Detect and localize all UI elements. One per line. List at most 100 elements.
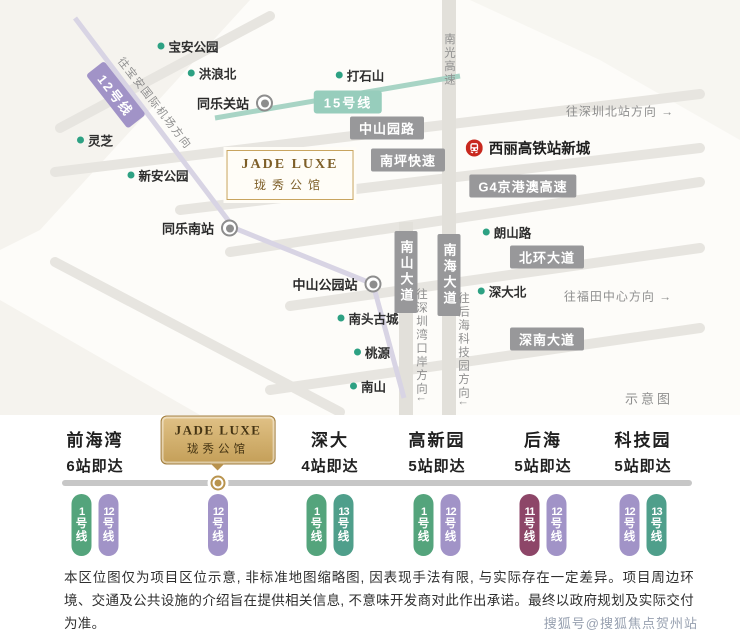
poi-dot-icon [477, 287, 485, 295]
transit-stop: 前海湾 6站即达 [66, 426, 123, 476]
stop-note: 5站即达 [514, 458, 572, 475]
pill-char: 号 [310, 518, 323, 531]
project-station-marker [210, 475, 226, 491]
pill-char: 线 [623, 531, 636, 544]
poi-dot-icon [335, 71, 343, 79]
project-badge: JADE LUXE 珑秀公馆 [160, 415, 276, 465]
map-poi-label: 桃源 [353, 343, 390, 362]
station-ring-icon [364, 275, 382, 293]
pill-line-number: 1 [313, 505, 320, 518]
poi-name: 灵芝 [87, 134, 114, 149]
location-map: 宝安公园洪浪北打石山灵芝新安公园朗山路深大北南头古城桃源南山同乐关站同乐南站中山… [0, 0, 705, 415]
poi-dot-icon [353, 348, 361, 356]
map-poi-label: 朗山路 [482, 223, 532, 242]
map-labels-layer: 宝安公园洪浪北打石山灵芝新安公园朗山路深大北南头古城桃源南山同乐关站同乐南站中山… [76, 33, 675, 408]
road-name-banner: 北环大道 [509, 245, 585, 269]
poi-dot-icon [482, 228, 490, 236]
road-name-banner: 中山园路 [349, 116, 425, 140]
stop-note: 5站即达 [614, 458, 672, 475]
pill-char: 线 [523, 531, 536, 544]
poi-dot-icon [127, 171, 135, 179]
project-badge-subtitle: 珑秀公馆 [186, 443, 249, 456]
pill-char: 号 [75, 518, 88, 531]
poi-dot-icon [187, 69, 195, 77]
stop-name: 深大 [311, 431, 349, 450]
road-name-banner: 深南大道 [509, 327, 585, 351]
pill-char: 线 [417, 531, 430, 544]
poi-name: 南山 [360, 380, 387, 395]
stop-note: 6站即达 [66, 458, 124, 475]
map-poi-label: 打石山 [335, 66, 385, 85]
pill-char: 号 [102, 518, 115, 531]
stop-name: 高新园 [408, 431, 466, 450]
transit-stop: 高新园 5站即达 [408, 426, 465, 476]
station-ring-icon [256, 94, 274, 112]
stop-note: 5站即达 [408, 458, 466, 475]
stop-note: 4站即达 [301, 458, 359, 475]
direction-text: 往深圳北站方向 → [565, 104, 675, 119]
direction-text-vertical: 南光高速 [443, 33, 455, 87]
map-station-label: 同乐南站 [161, 219, 239, 238]
pill-line-number: 12 [551, 505, 562, 518]
pill-char: 线 [444, 531, 457, 544]
pill-char: 号 [623, 518, 636, 531]
project-title: JADE LUXE [241, 157, 339, 172]
poi-dot-icon [337, 314, 345, 322]
poi-name: 南头古城 [348, 312, 399, 327]
poi-dot-icon [76, 136, 84, 144]
direction-text: 往福田中心方向 → [563, 289, 673, 304]
poi-name: 朗山路 [493, 226, 532, 241]
pill-line-number: 12 [103, 505, 114, 518]
pill-char: 线 [310, 531, 323, 544]
line15-banner: 15号线 [313, 90, 383, 114]
pill-char: 号 [337, 518, 350, 531]
poi-dot-icon [349, 382, 357, 390]
pill-line-number: 12 [445, 505, 456, 518]
road-name-banner-vertical: 南山大道 [394, 231, 418, 313]
poi-name: 深大北 [488, 285, 527, 300]
transit-stop: 深大 4站即达 [301, 426, 358, 476]
poi-name: 打石山 [346, 69, 385, 84]
pill-char: 线 [75, 531, 88, 544]
station-name: 同乐南站 [161, 221, 215, 237]
direction-text-vertical: 往后海科技园方向↓ [457, 292, 469, 408]
station-name: 中山公园站 [292, 277, 358, 293]
pill-char: 线 [550, 531, 563, 544]
pill-line-number: 1 [420, 505, 427, 518]
map-poi-label: 宝安公园 [157, 37, 219, 56]
watermark: 搜狐号@搜狐焦点贺州站 [543, 616, 698, 631]
pill-char: 号 [417, 518, 430, 531]
project-badge-title: JADE LUXE [174, 422, 262, 438]
road-name-banner-vertical: 南海大道 [437, 234, 461, 316]
stop-name: 前海湾 [66, 431, 124, 450]
map-roads-graphic [0, 0, 705, 415]
pill-char: 号 [550, 518, 563, 531]
pill-line-number: 13 [651, 505, 662, 518]
project-subtitle: 珑秀公馆 [253, 178, 326, 192]
road-name-banner: 南坪快速 [370, 148, 446, 172]
road-name-banner: G4京港澳高速 [469, 174, 577, 198]
pill-char: 号 [650, 518, 663, 531]
poi-dot-icon [157, 42, 165, 50]
pill-char: 号 [523, 518, 536, 531]
pill-char: 线 [102, 531, 115, 544]
map-poi-label: 南山 [349, 377, 387, 396]
station-ring-icon [221, 219, 239, 237]
map-poi-label: 南头古城 [337, 309, 399, 328]
